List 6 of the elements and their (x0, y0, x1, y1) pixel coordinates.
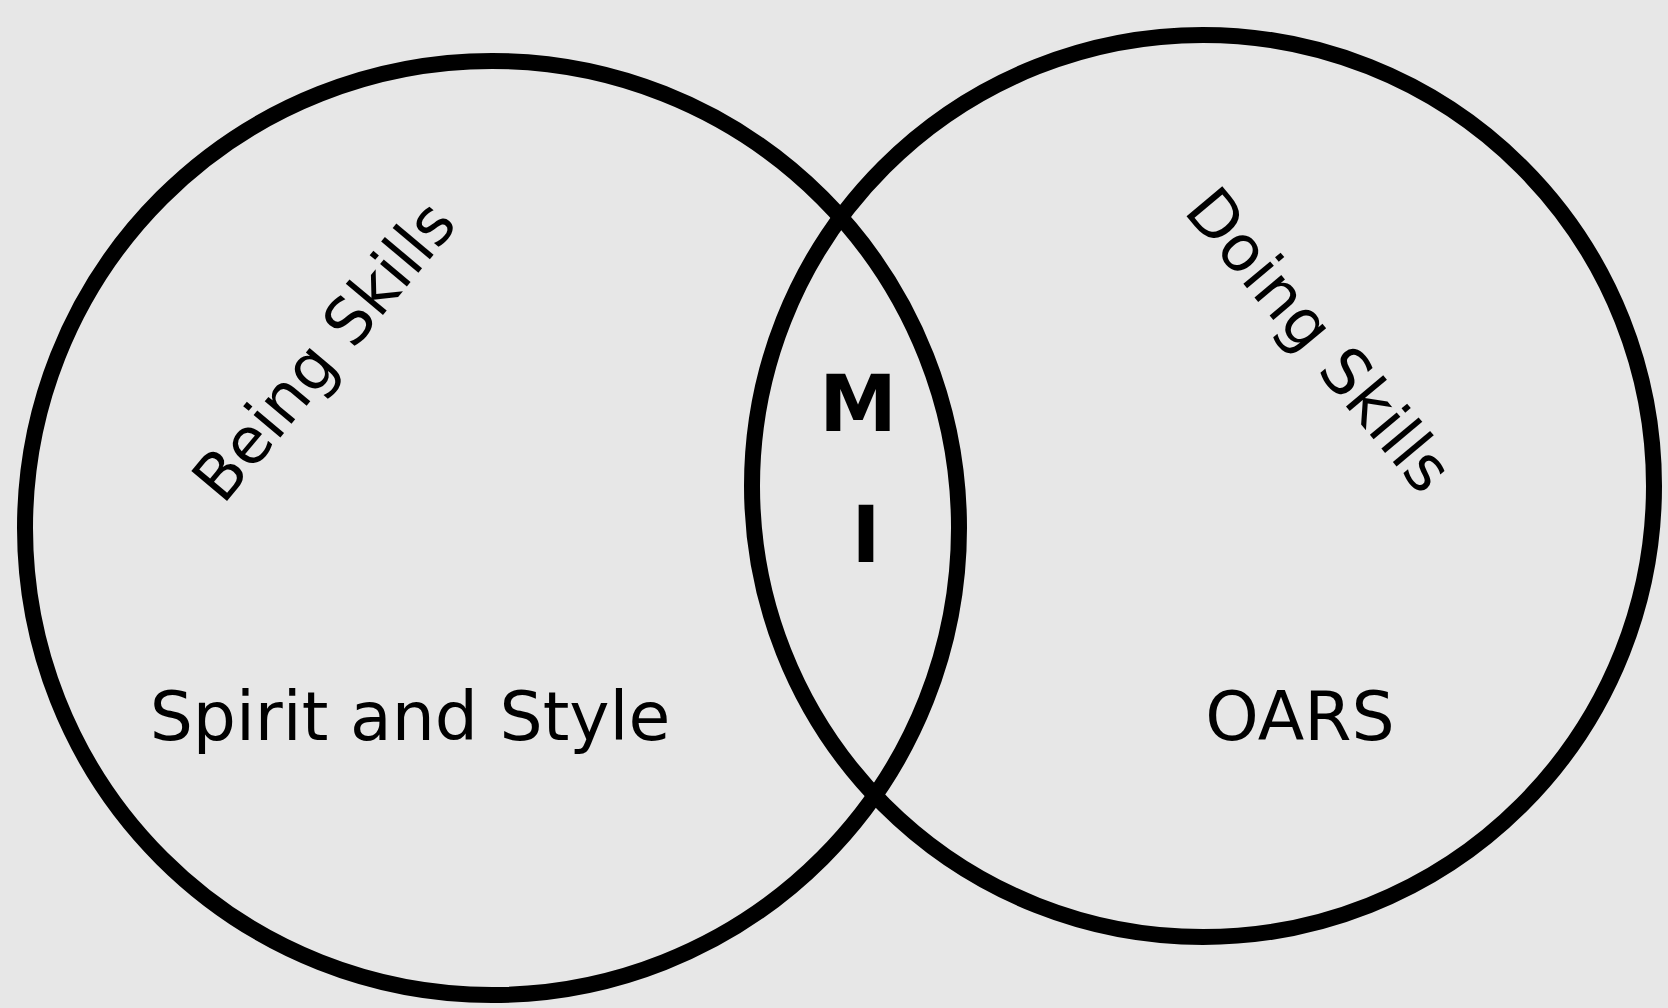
overlap-letter: M (819, 359, 897, 449)
venn-circle (17, 53, 967, 1003)
circle-label: OARS (1205, 676, 1395, 756)
venn-circle (744, 27, 1662, 945)
circle-label: Spirit and Style (149, 676, 671, 756)
overlap-letter: I (851, 490, 881, 580)
